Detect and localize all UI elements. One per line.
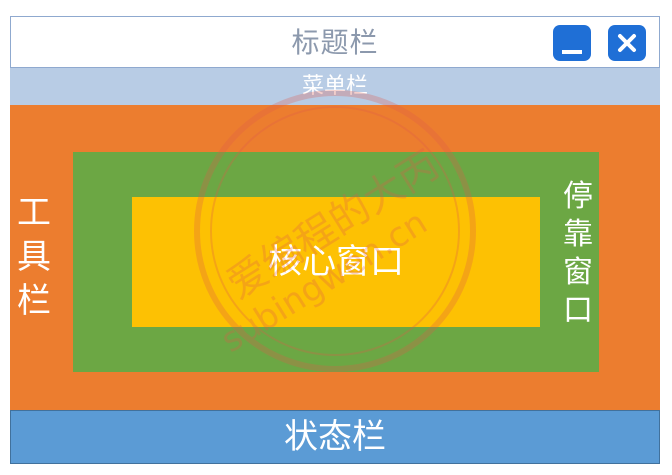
- close-icon: [618, 34, 636, 52]
- close-button[interactable]: [608, 25, 646, 61]
- title-bar: 标题栏: [10, 16, 660, 68]
- menu-bar: 菜单栏: [10, 68, 660, 105]
- dock-window-label: 停 靠 窗 口: [563, 179, 593, 328]
- main-window-diagram: 标题栏 菜单栏 工 具 栏 核心窗口 停 靠 窗 口 状态栏: [10, 16, 660, 466]
- status-bar-label: 状态栏: [284, 417, 386, 457]
- title-bar-label: 标题栏: [291, 26, 379, 59]
- toolbar-label: 工 具 栏: [17, 193, 51, 321]
- minimize-button[interactable]: [553, 25, 591, 61]
- core-window-label: 核心窗口: [268, 242, 404, 282]
- dock-window: 核心窗口: [73, 152, 599, 372]
- core-window: 核心窗口: [132, 197, 540, 327]
- status-bar: 状态栏: [10, 410, 660, 464]
- menu-bar-label: 菜单栏: [301, 74, 368, 99]
- toolbar-area: 工 具 栏 核心窗口 停 靠 窗 口: [10, 105, 660, 410]
- minimize-icon: [562, 50, 582, 54]
